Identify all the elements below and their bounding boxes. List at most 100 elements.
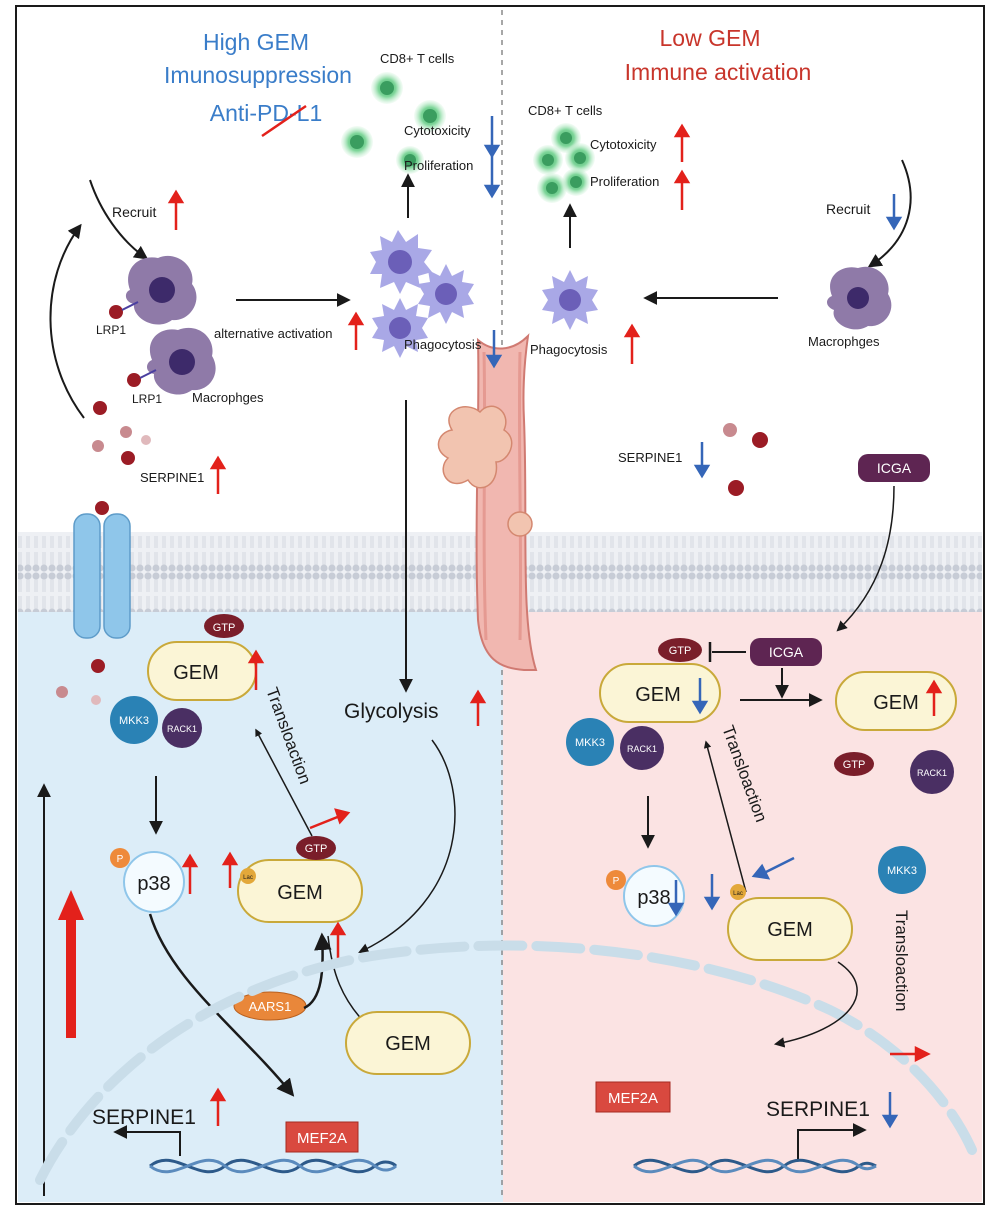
right-macrophages-label: Macrophges (808, 334, 880, 349)
left-phagocytosis: Phagocytosis (404, 337, 482, 352)
right-phagocytosis-up (623, 323, 641, 364)
left-mef2a-label: MEF2A (297, 1130, 347, 1147)
left-mkk3-label: MKK3 (119, 715, 149, 727)
left-gem-top-label: GEM (173, 662, 219, 684)
left-serpine1-particles (92, 401, 151, 515)
left-gem-bottom-label: GEM (385, 1033, 431, 1055)
right-mkk3-label: MKK3 (575, 737, 605, 749)
right-proliferation: Proliferation (590, 174, 659, 189)
right-gem-left-label: GEM (635, 684, 681, 706)
right-p38-label: p38 (637, 887, 670, 909)
right-serpine1-particles (723, 423, 768, 496)
right-title-line1: Low GEM (660, 25, 761, 51)
left-title-line1: High GEM (203, 29, 309, 55)
left-gem-mid (237, 859, 363, 923)
left-glycolysis: Glycolysis (344, 700, 439, 723)
left-phospho-label: P (117, 854, 124, 865)
right-gem-right-label: GEM (873, 692, 919, 714)
right-p38 (623, 865, 685, 927)
right-serpine1-down (693, 442, 711, 479)
left-gem-top-up (247, 649, 265, 690)
left-cytoplasm-particles (56, 659, 105, 705)
right-translocation-down (751, 856, 795, 880)
left-gtp-mid-label: GTP (305, 843, 328, 855)
left-lrp1-a: LRP1 (96, 323, 126, 337)
right-phospho-label: P (613, 876, 620, 887)
right-gem-right (835, 671, 957, 731)
left-recruit-up (167, 189, 185, 230)
right-icga-entry-arrow (836, 485, 895, 632)
right-dna-icon (633, 1158, 877, 1174)
right-cd8-t-cell-cluster (533, 123, 595, 203)
left-phospho-badge (110, 848, 130, 868)
right-mkk3-free-label: MKK3 (887, 865, 917, 877)
right-cytotoxicity: Cytotoxicity (590, 137, 657, 152)
left-macrophages-label: Macrophges (192, 390, 264, 405)
left-serpine1-up (209, 455, 227, 494)
right-rack1 (620, 726, 664, 770)
right-gtp-top-label: GTP (669, 645, 692, 657)
right-rack1-free-label: RACK1 (917, 768, 947, 778)
left-mkk3 (110, 696, 158, 744)
left-gem-mid-up (221, 851, 347, 958)
right-gem-right-up (925, 679, 943, 716)
right-rack1-label: RACK1 (627, 744, 657, 754)
right-serpine1-secreted: SERPINE1 (618, 450, 682, 465)
right-icga-outside-label: ICGA (877, 460, 912, 476)
nuclear-envelope-icon (35, 940, 977, 1185)
right-translocation-label-2: Transloaction (892, 910, 911, 1011)
left-transcription-arrow (113, 1125, 181, 1156)
left-serpine1-gene-up (209, 1087, 227, 1126)
right-translocation-arrow (703, 740, 747, 893)
left-rack1-label: RACK1 (167, 724, 197, 734)
anti-pdl1-strike (261, 104, 307, 138)
right-lac (730, 884, 746, 900)
right-recruit-arrow (867, 159, 912, 268)
left-glycolysis-to-gem-arrow (358, 739, 456, 954)
left-feedback-arrow (49, 223, 85, 419)
left-recruit: Recruit (112, 204, 156, 220)
left-recruit-arrow (89, 179, 149, 260)
left-alternative-activation: alternative activation (214, 326, 333, 341)
right-macrophage-icon (827, 266, 892, 330)
left-proliferation: Proliferation (404, 158, 473, 173)
left-cd8-label: CD8+ T cells (380, 51, 455, 66)
right-translocation-2-up (890, 1045, 931, 1063)
right-recruit-down (885, 194, 903, 231)
left-gtp-mid (296, 836, 336, 860)
right-rack1-free (910, 750, 954, 794)
right-mef2a-label: MEF2A (608, 1090, 658, 1107)
left-title-line2: Imunosuppression (164, 62, 352, 88)
right-lac-label: Lac (733, 891, 743, 897)
right-title-line2: Immune activation (625, 59, 812, 85)
right-icga-inside (750, 638, 822, 666)
right-gem-left (599, 663, 721, 723)
left-cytotoxicity: Cytotoxicity (404, 123, 471, 138)
right-gtp-free (834, 752, 874, 776)
left-p38-up (181, 853, 199, 894)
right-gem-left-down (691, 678, 709, 715)
right-mkk3-free (878, 846, 926, 894)
left-big-up-arrow (58, 890, 84, 1038)
right-transcription-arrow (797, 1123, 867, 1160)
left-translocation-arrow (255, 728, 313, 837)
cd8-t-cell-icon (341, 72, 446, 174)
lrp1-receptors (109, 301, 157, 387)
left-aars1-arrow (303, 932, 332, 1010)
right-dendritic-cell-icon (542, 270, 598, 330)
right-gtp-free-label: GTP (843, 759, 866, 771)
right-mef2a (595, 1081, 671, 1113)
left-down-arrows-tcell (483, 116, 501, 199)
right-gem-bottom (727, 897, 853, 961)
left-rack1 (162, 708, 202, 748)
dna-icon (149, 1158, 398, 1174)
right-p38-down (667, 874, 721, 917)
left-phagocytosis-down (485, 330, 503, 369)
right-icga-inside-label: ICGA (769, 644, 804, 660)
right-gem-to-nucleus-arrow (773, 961, 858, 1048)
left-aars1-label: AARS1 (249, 999, 292, 1014)
left-serpine1-secreted: SERPINE1 (140, 470, 204, 485)
right-cd8-label: CD8+ T cells (528, 103, 603, 118)
tumor-icon (437, 405, 533, 537)
